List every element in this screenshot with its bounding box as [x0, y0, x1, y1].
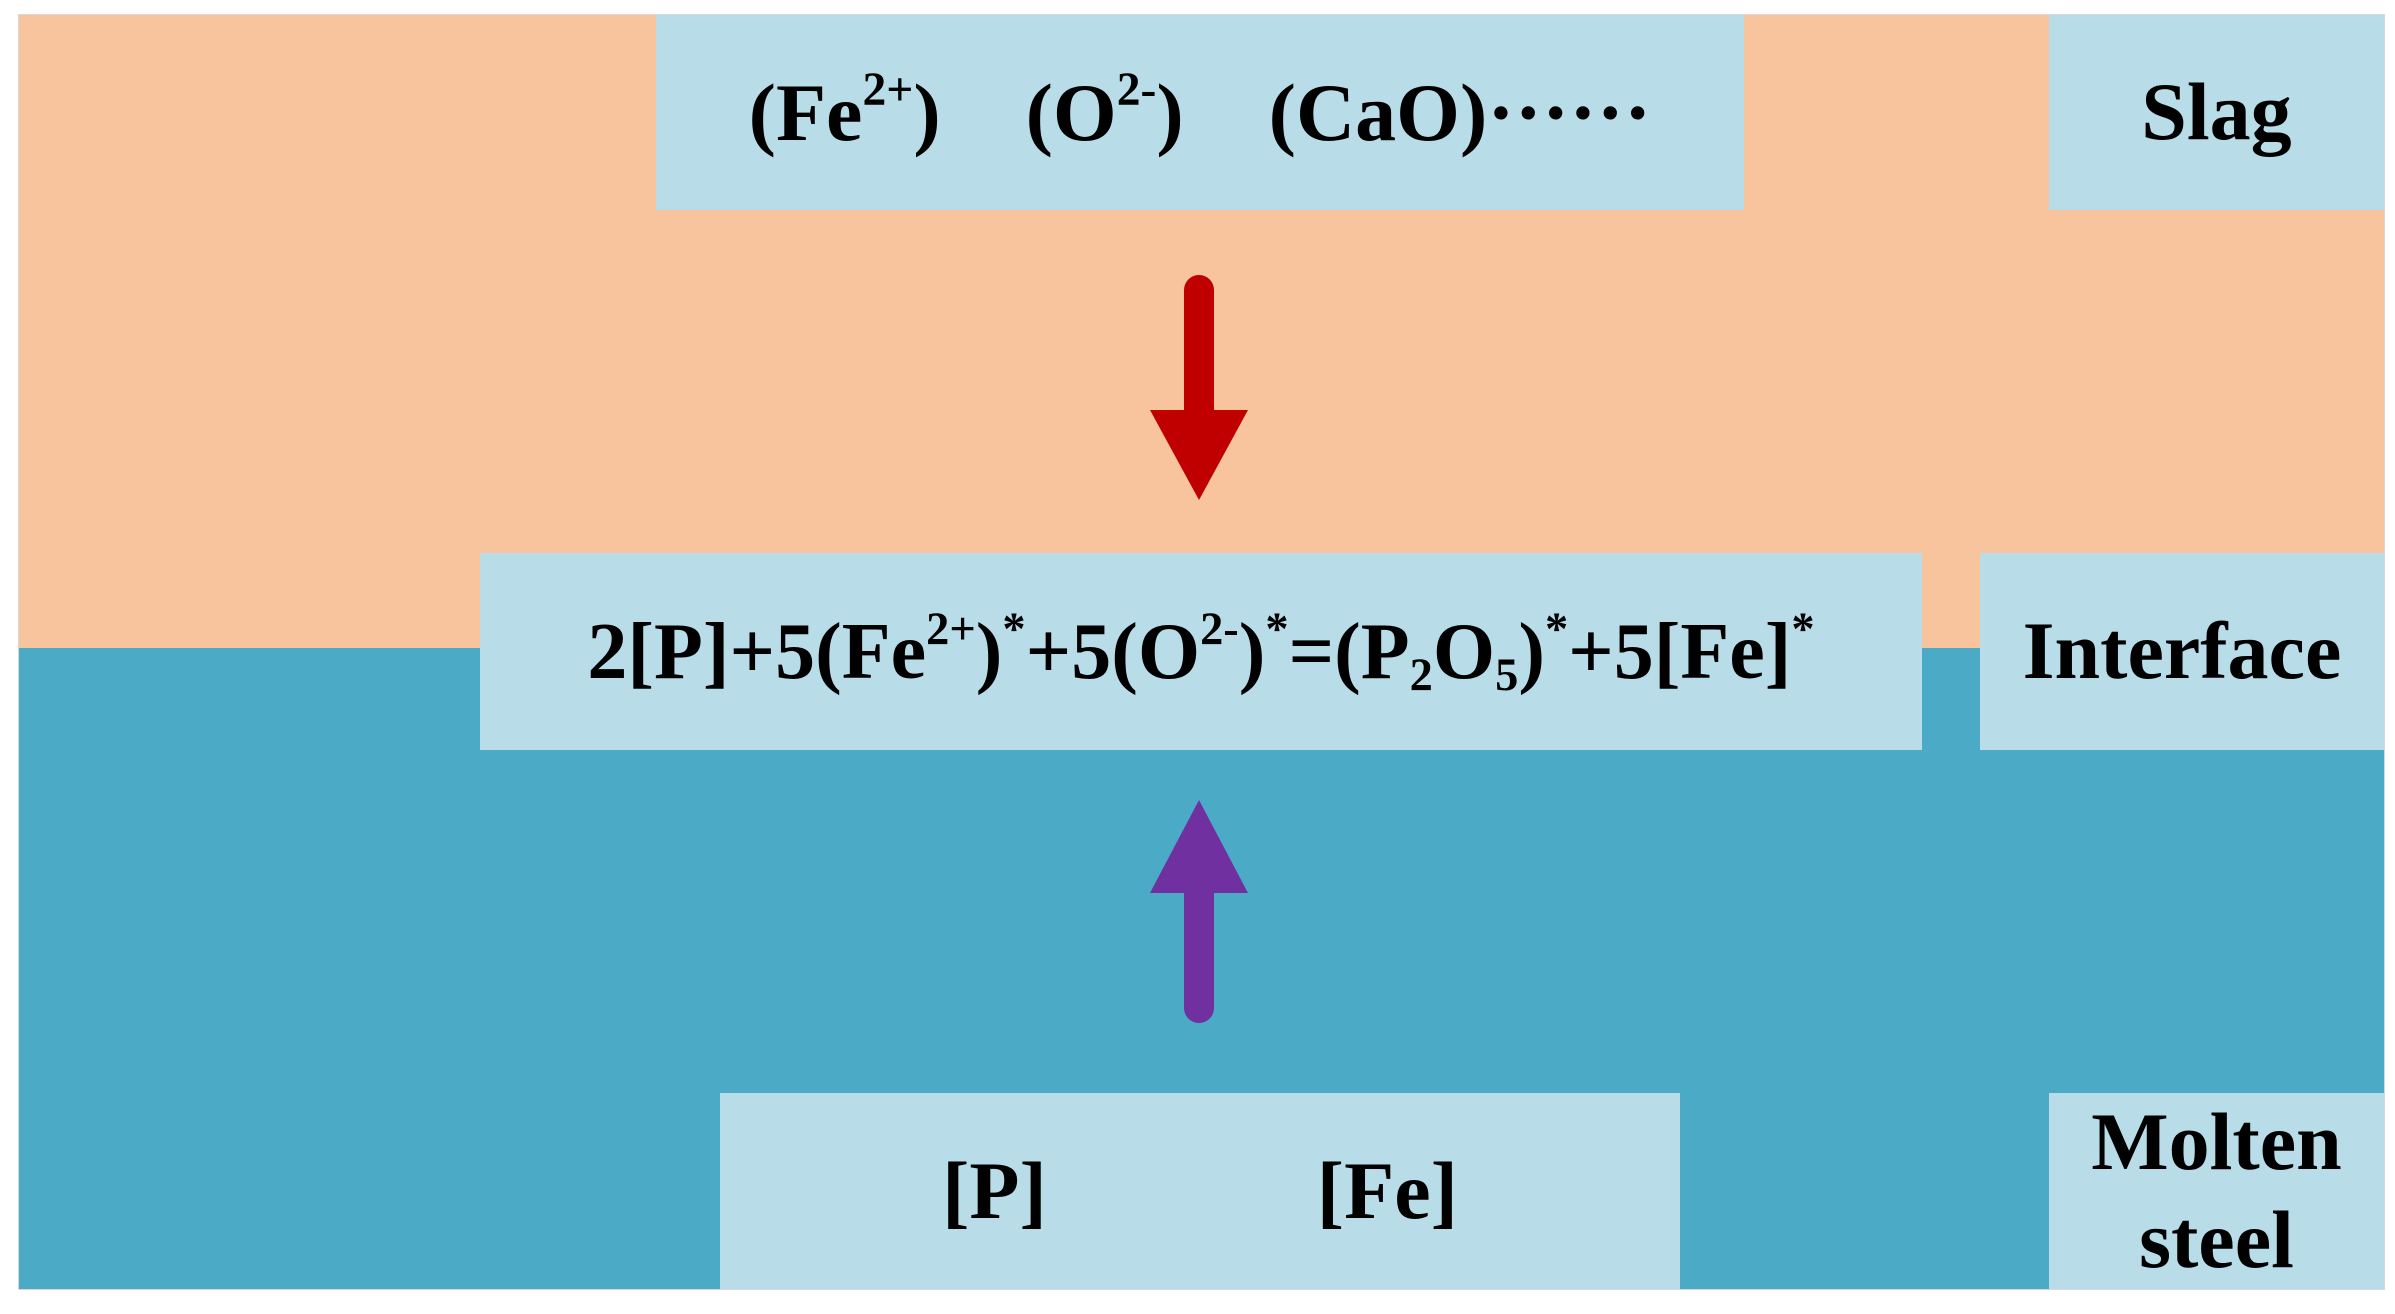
- slag-species-fe: (Fe2+): [748, 64, 941, 158]
- up-arrow-icon: [1150, 800, 1248, 1023]
- slag-label-box: Slag: [2049, 15, 2384, 210]
- steel-label: steel: [2139, 1194, 2294, 1285]
- interface-label-box: Interface: [1980, 553, 2384, 750]
- diagram-frame: (Fe2+) (O2-) (CaO)······ Slag 2[P]+5(Fe2…: [18, 14, 2385, 1290]
- reaction-equation: 2[P]+5(Fe2+)*+5(O2-)*=(P2O5)*+5[Fe]*: [587, 604, 1815, 702]
- slag-label: Slag: [2141, 66, 2292, 158]
- slag-species-cao: (CaO)······: [1268, 66, 1652, 158]
- steel-species-fe: [Fe]: [1316, 1145, 1458, 1236]
- down-arrow-icon: [1150, 275, 1248, 500]
- down-arrow-head: [1150, 410, 1248, 500]
- slag-species-o: (O2-): [1025, 64, 1184, 158]
- molten-label: Molten: [2091, 1095, 2342, 1187]
- slag-species-box: (Fe2+) (O2-) (CaO)······: [656, 15, 1744, 210]
- steel-species-p: [P]: [942, 1145, 1047, 1236]
- molten-steel-label-box: Molten steel: [2049, 1093, 2384, 1289]
- interface-label: Interface: [2022, 605, 2342, 697]
- up-arrow-head: [1150, 800, 1248, 893]
- steel-species-box: [P] [Fe]: [720, 1093, 1680, 1289]
- interface-reaction-box: 2[P]+5(Fe2+)*+5(O2-)*=(P2O5)*+5[Fe]*: [480, 553, 1922, 750]
